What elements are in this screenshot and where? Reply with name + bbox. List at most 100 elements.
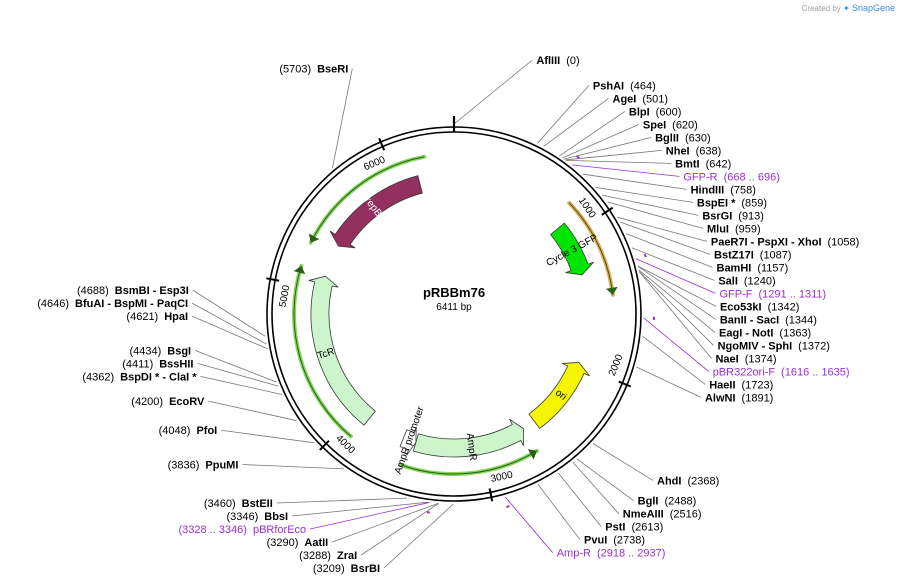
site-connector: [563, 137, 652, 160]
site-connector: [559, 111, 626, 157]
primer-name: pBRforEco: [253, 524, 306, 536]
site-connector: [565, 150, 662, 161]
enzyme-name: HaeII: [709, 379, 735, 391]
enzyme-position: (4688): [77, 285, 109, 297]
enzyme-site-label: HindIII(758): [691, 184, 756, 196]
feature-track-arc-core: [293, 265, 352, 437]
enzyme-position: (1342): [768, 301, 800, 313]
enzyme-name: BamHI: [717, 262, 752, 274]
enzyme-position: (1087): [760, 249, 792, 261]
enzyme-name: BsrGI: [702, 210, 732, 222]
enzyme-position: (4646): [37, 298, 69, 310]
enzyme-name: PshAI: [593, 80, 624, 92]
enzyme-name: NmeAIII: [623, 509, 664, 521]
ruler-tick: [488, 488, 494, 502]
primer-marker: [506, 505, 510, 508]
site-connector: [607, 201, 704, 229]
site-connector: [620, 221, 711, 255]
feature-arrow: [528, 362, 590, 430]
site-connector: [383, 503, 454, 569]
enzyme-name: PfoI: [196, 425, 217, 437]
enzyme-name: Eco53kI: [720, 301, 762, 313]
primer-name: GFP-F: [719, 288, 752, 300]
enzyme-site-label: EagI - NotI(1363): [719, 327, 811, 339]
enzyme-name: BssHII: [159, 358, 193, 370]
primer-marker: [643, 253, 647, 258]
plasmid-name: pRBBm76: [423, 285, 485, 300]
enzyme-site-label: BspEI *(859): [697, 197, 767, 209]
enzyme-position: (4362): [82, 371, 114, 383]
enzyme-name: AgeI: [613, 93, 637, 105]
enzyme-position: (1058): [828, 236, 860, 248]
site-connector: [582, 173, 687, 190]
site-connector: [194, 350, 277, 383]
enzyme-site-label: (4048)PfoI: [159, 425, 218, 437]
enzyme-position: (3290): [267, 537, 299, 549]
enzyme-name: NaeI: [715, 353, 738, 365]
ruler-tick-label: 2000: [607, 352, 626, 377]
site-connector: [360, 503, 439, 556]
primer-range: (1291 .. 1311): [758, 288, 826, 300]
site-connector: [572, 461, 620, 514]
site-connector: [200, 376, 282, 395]
enzyme-name: BfuAI - BspMI - PaqCI: [75, 298, 188, 310]
site-connector: [242, 464, 344, 470]
feature-track-arrowhead: [527, 449, 537, 460]
feature-arrow: [549, 222, 594, 276]
enzyme-position: (1372): [798, 340, 830, 352]
site-connector: [638, 271, 714, 346]
enzyme-site-label: PshAI(464): [593, 80, 656, 92]
watermark-brand: SnapGene: [851, 3, 895, 13]
enzyme-site-label: (4646) BfuAI - BspMI - PaqCI: [37, 298, 188, 310]
enzyme-site-label: (3836)PpuMI: [168, 460, 239, 472]
site-connector: [638, 269, 716, 333]
enzyme-site-label: (3290)AatII: [267, 537, 329, 549]
enzyme-name: AflIII: [536, 55, 560, 67]
enzyme-name: NheI: [666, 145, 690, 157]
feature-arrow: [399, 426, 417, 456]
ruler-tick: [601, 206, 614, 216]
enzyme-position: (4200): [131, 396, 163, 408]
enzyme-position: (638): [696, 145, 722, 157]
enzyme-name: AlwNI: [705, 392, 736, 404]
feature-track-arrowhead: [605, 286, 618, 295]
feature-label: AmpR: [464, 432, 478, 461]
feature-label: TcR: [316, 346, 336, 362]
enzyme-name: BspDI * - ClaI *: [120, 371, 197, 383]
enzyme-name: SpeI: [643, 119, 666, 131]
site-connector: [595, 187, 693, 203]
feature-track-arrowhead: [293, 265, 306, 275]
enzyme-site-label: BglI(2488): [638, 496, 697, 508]
site-connector: [543, 98, 609, 147]
enzyme-name: BmtI: [675, 158, 699, 170]
enzyme-name: PpuMI: [205, 460, 238, 472]
enzyme-name: BsgI: [167, 345, 191, 357]
site-connector: [453, 59, 533, 125]
site-connector: [332, 502, 439, 543]
enzyme-name: SalI: [718, 275, 738, 287]
feature-arrow: [329, 175, 423, 249]
enzyme-name: BanII - SacI: [720, 314, 779, 326]
enzyme-name: MluI: [707, 223, 729, 235]
site-connector: [602, 194, 699, 216]
enzyme-name: PstI: [605, 522, 625, 534]
enzyme-position: (2368): [687, 475, 719, 487]
enzyme-name: BseRI: [317, 64, 348, 76]
enzyme-site-label: (4688)BsmBI - Esp3I: [77, 285, 189, 297]
enzyme-name: ZraI: [337, 550, 357, 562]
site-connector: [310, 502, 430, 530]
ruler-tick-label: 5000: [278, 284, 293, 308]
enzyme-position: (758): [730, 184, 756, 196]
site-connector: [636, 366, 702, 398]
ruler-tick: [319, 440, 330, 451]
enzyme-position: (913): [738, 210, 764, 222]
feature-track-arrowhead: [308, 233, 320, 243]
enzyme-position: (3209): [313, 563, 345, 575]
enzyme-site-label: (4200)EcoRV: [131, 396, 205, 408]
enzyme-site-label: (3288)ZraI: [299, 550, 357, 562]
enzyme-name: BglII: [655, 132, 679, 144]
plasmid-length: 6411 bp: [436, 302, 472, 313]
enzyme-name: NgoMIV - SphI: [718, 340, 793, 352]
enzyme-position: (859): [741, 197, 767, 209]
